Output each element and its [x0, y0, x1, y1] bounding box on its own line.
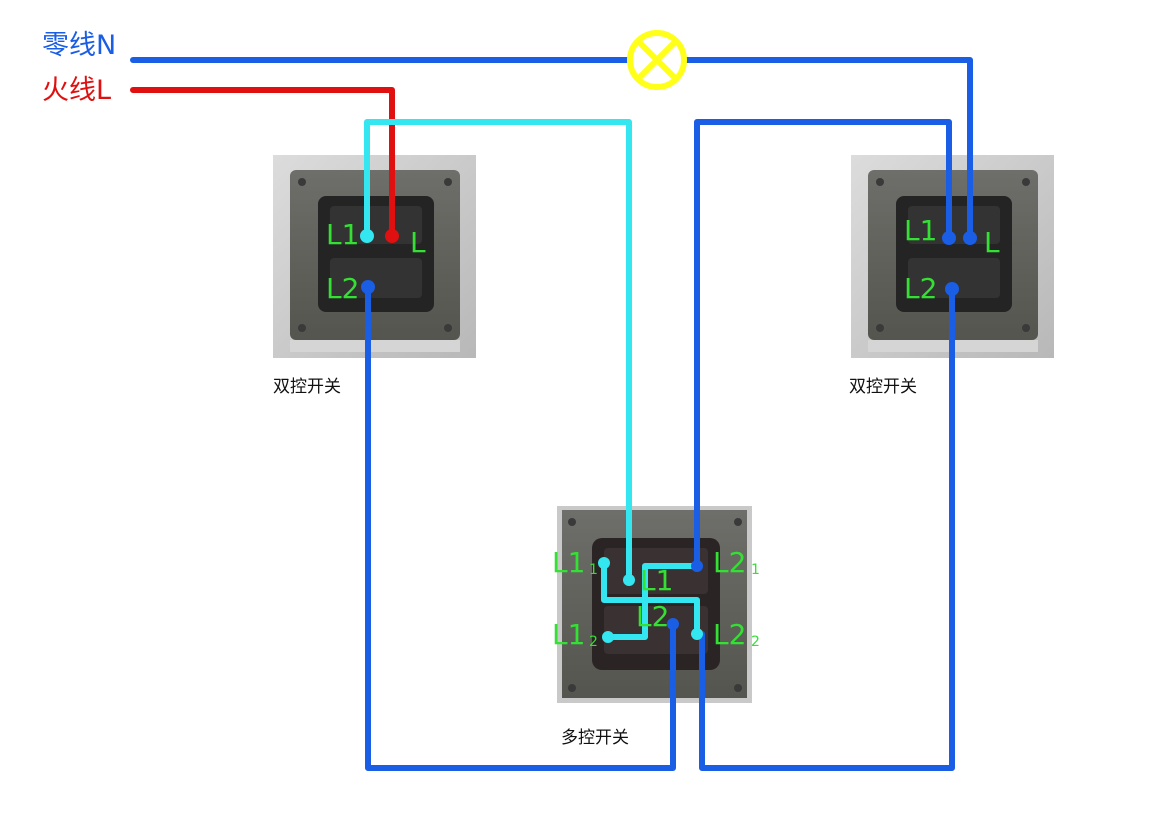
- switch-left: [273, 155, 476, 358]
- terminal-dot: [667, 618, 679, 630]
- switch-block: [908, 258, 1000, 298]
- terminal-label-l2-2: L2: [713, 618, 746, 651]
- terminal-label-l1-1-sub: 1: [589, 562, 598, 578]
- terminal-label-l1-2-sub: 2: [589, 634, 598, 650]
- wire-right-l1: [694, 119, 952, 569]
- terminal-label-l1: L1: [904, 214, 937, 247]
- terminal-dot: [945, 282, 959, 296]
- terminal-label-l1-1: L1: [552, 546, 585, 579]
- terminal-label-center-l1: L1: [640, 564, 673, 597]
- terminal-dot: [623, 574, 635, 586]
- terminal-label-l: L: [984, 226, 1000, 259]
- terminal-dot: [691, 628, 703, 640]
- caption-left-switch: 双控开关: [273, 377, 341, 397]
- screw-hole: [444, 324, 452, 332]
- terminal-label-l1-2: L1: [552, 618, 585, 651]
- screw-hole: [1022, 324, 1030, 332]
- switch-right: [851, 155, 1054, 358]
- screw-hole: [568, 518, 576, 526]
- wire-jumper-a: [601, 560, 700, 637]
- switch-block: [330, 258, 422, 298]
- screw-hole: [298, 178, 306, 186]
- screw-hole: [876, 178, 884, 186]
- wires: [130, 57, 973, 771]
- caption-right-switch: 双控开关: [849, 377, 917, 397]
- terminal-label-l: L: [410, 226, 426, 259]
- caption-middle-switch: 多控开关: [561, 728, 629, 748]
- terminal-label-l1: L1: [326, 218, 359, 251]
- legend-live: 火线L: [42, 75, 111, 106]
- wire-left-l1: [364, 119, 632, 583]
- terminal-label-l2: L2: [326, 272, 359, 305]
- wire-neutral-lamp-to-right: [684, 57, 973, 243]
- terminal-label-l2-1: L2: [713, 546, 746, 579]
- terminal-dot: [360, 229, 374, 243]
- wire-jumper-b: [605, 563, 700, 640]
- switch-base: [290, 340, 460, 352]
- screw-hole: [1022, 178, 1030, 186]
- screw-hole: [444, 178, 452, 186]
- terminal-label-l2: L2: [904, 272, 937, 305]
- terminal-dot: [963, 231, 977, 245]
- terminal-label-l2-2-sub: 2: [751, 634, 760, 650]
- switch-block: [330, 206, 422, 244]
- switch-block: [604, 606, 708, 654]
- wire-left-l2: [365, 283, 676, 771]
- terminal-dot: [602, 631, 614, 643]
- switch-block: [908, 206, 1000, 244]
- legend-neutral: 零线N: [42, 30, 116, 61]
- screw-hole: [568, 684, 576, 692]
- wire-right-l2: [699, 285, 955, 771]
- terminals: [360, 229, 977, 643]
- screw-hole: [734, 684, 742, 692]
- screw-hole: [298, 324, 306, 332]
- terminal-label-center-l2: L2: [636, 600, 669, 633]
- terminal-dot: [942, 231, 956, 245]
- terminal-dot: [598, 557, 610, 569]
- terminal-dot: [385, 229, 399, 243]
- screw-hole: [734, 518, 742, 526]
- screw-hole: [876, 324, 884, 332]
- lamp-icon: [627, 30, 687, 90]
- terminal-dot: [361, 280, 375, 294]
- terminal-dot: [691, 560, 703, 572]
- wire-live: [130, 87, 395, 239]
- terminal-label-l2-1-sub: 1: [751, 562, 760, 578]
